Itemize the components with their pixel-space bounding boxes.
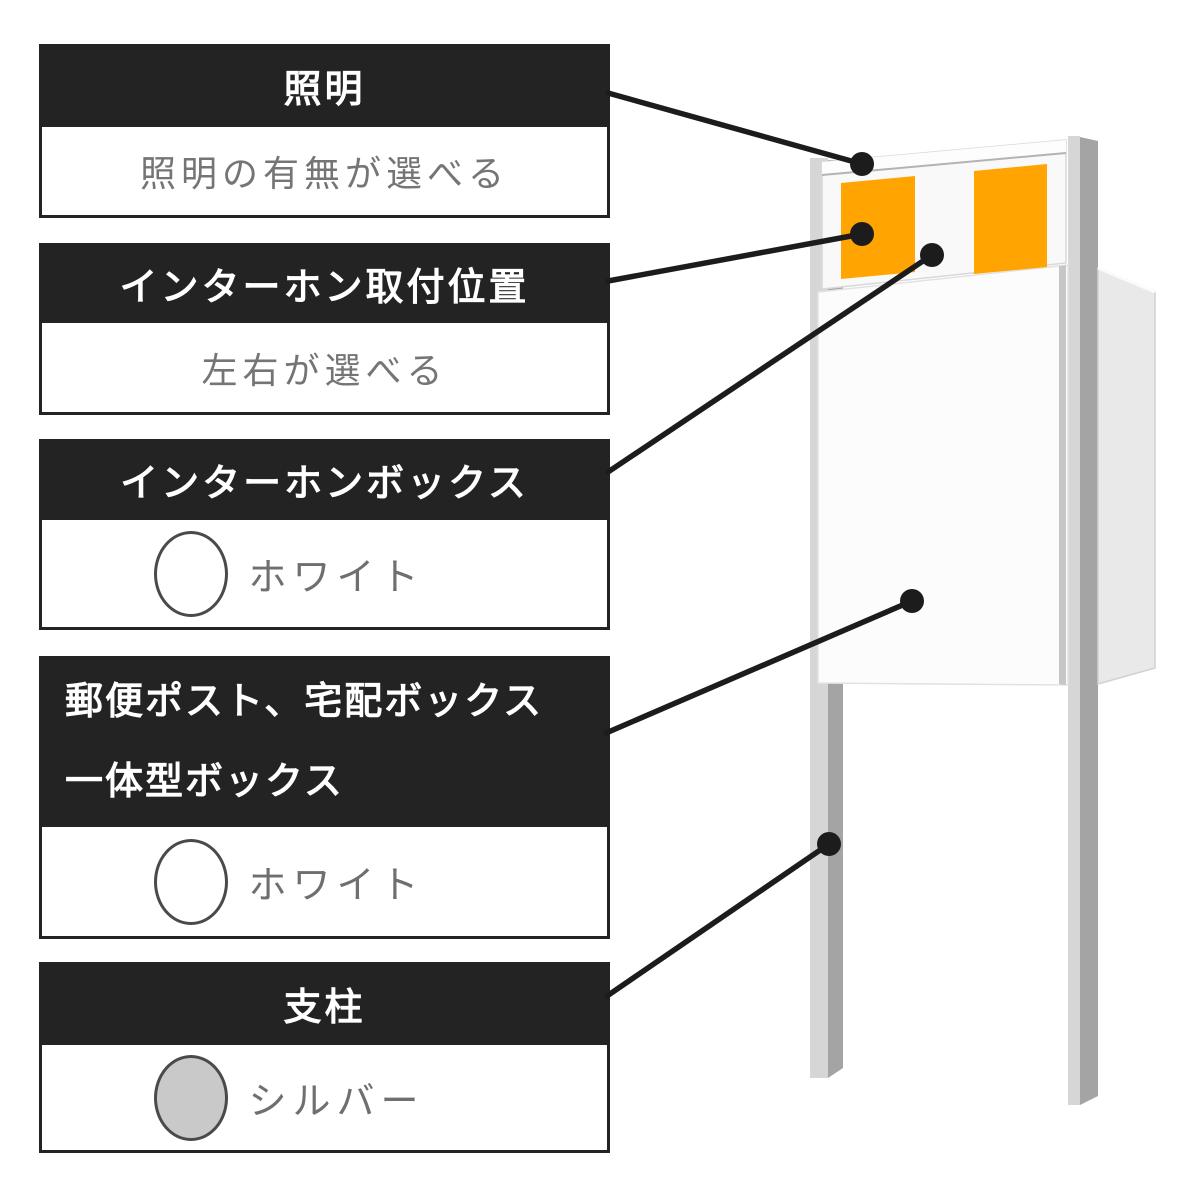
callout-lighting-description: 照明の有無が選べる bbox=[139, 153, 509, 194]
right-post-front-face bbox=[1068, 136, 1080, 1105]
callout-mailbox-deliverybox-header: 郵便ポスト、宅配ボックス 一体型ボックス bbox=[39, 656, 610, 827]
color-swatch-row: ホワイト bbox=[154, 530, 425, 617]
callout-lighting: 照明 照明の有無が選べる bbox=[39, 44, 610, 218]
callout-intercom-position: インターホン取付位置 左右が選べる bbox=[39, 243, 610, 415]
lighting-cap-seam bbox=[821, 152, 1067, 176]
callout-mailbox-title-line2: 一体型ボックス bbox=[65, 760, 344, 803]
intercom-panel bbox=[821, 139, 1067, 290]
callout-intercom-box: インターホンボックス ホワイト bbox=[39, 439, 610, 630]
callout-lighting-title: 照明 bbox=[283, 69, 366, 111]
leader-lines bbox=[603, 90, 935, 999]
callout-mailbox-title-line1: 郵便ポスト、宅配ボックス bbox=[65, 680, 544, 723]
callout-post: 支柱 シルバー bbox=[39, 962, 610, 1153]
leader-line-intercom-position bbox=[605, 231, 865, 284]
color-swatch-label: ホワイト bbox=[248, 865, 425, 907]
color-swatch-row: シルバー bbox=[154, 1054, 425, 1141]
callout-intercom-box-body: ホワイト bbox=[42, 520, 607, 627]
callout-post-header: 支柱 bbox=[39, 962, 610, 1045]
color-swatch-label: シルバー bbox=[248, 1081, 425, 1123]
marker-dot-lighting bbox=[850, 152, 874, 176]
leader-line-post bbox=[604, 841, 832, 999]
leader-line-mailbox bbox=[603, 598, 915, 736]
white-color-swatch-circle bbox=[154, 838, 229, 925]
silver-color-swatch-circle bbox=[154, 1054, 229, 1141]
delivery-box-side-panel bbox=[1097, 266, 1156, 685]
right-post-side-face bbox=[1080, 137, 1098, 1105]
callout-mailbox-deliverybox-body: ホワイト bbox=[42, 827, 607, 936]
callout-lighting-header: 照明 bbox=[39, 44, 610, 127]
marker-dots bbox=[817, 152, 944, 856]
main-box-front bbox=[817, 264, 1069, 686]
leader-line-lighting bbox=[605, 90, 865, 167]
callout-intercom-position-title: インターホン取付位置 bbox=[119, 266, 530, 309]
marker-dot-post bbox=[817, 832, 841, 856]
callout-intercom-box-title: インターホンボックス bbox=[120, 463, 529, 505]
intercom-position-right-marker bbox=[974, 164, 1047, 274]
side-panel-top-highlight bbox=[1097, 266, 1156, 294]
callout-intercom-position-description: 左右が選べる bbox=[201, 349, 448, 391]
callout-post-body: シルバー bbox=[42, 1045, 607, 1150]
intercom-position-left-marker bbox=[841, 176, 915, 279]
marker-dot-intercom-box bbox=[920, 243, 944, 267]
marker-dot-intercom-position bbox=[850, 222, 874, 246]
left-post-side-face bbox=[828, 160, 843, 1078]
leader-line-intercom-box bbox=[605, 252, 935, 475]
callout-intercom-box-header: インターホンボックス bbox=[39, 439, 610, 520]
marker-dot-mailbox bbox=[900, 589, 924, 613]
callout-intercom-position-header: インターホン取付位置 bbox=[39, 243, 610, 323]
callout-mailbox-deliverybox: 郵便ポスト、宅配ボックス 一体型ボックス ホワイト bbox=[39, 656, 610, 939]
color-swatch-label: ホワイト bbox=[248, 557, 425, 599]
color-swatch-row: ホワイト bbox=[154, 838, 425, 925]
callout-post-title: 支柱 bbox=[283, 987, 366, 1029]
white-color-swatch-circle bbox=[154, 530, 229, 617]
left-post-front-face bbox=[810, 158, 828, 1078]
main-box-hinge-strip bbox=[1059, 265, 1066, 685]
lighting-cap-bar bbox=[822, 140, 1066, 175]
